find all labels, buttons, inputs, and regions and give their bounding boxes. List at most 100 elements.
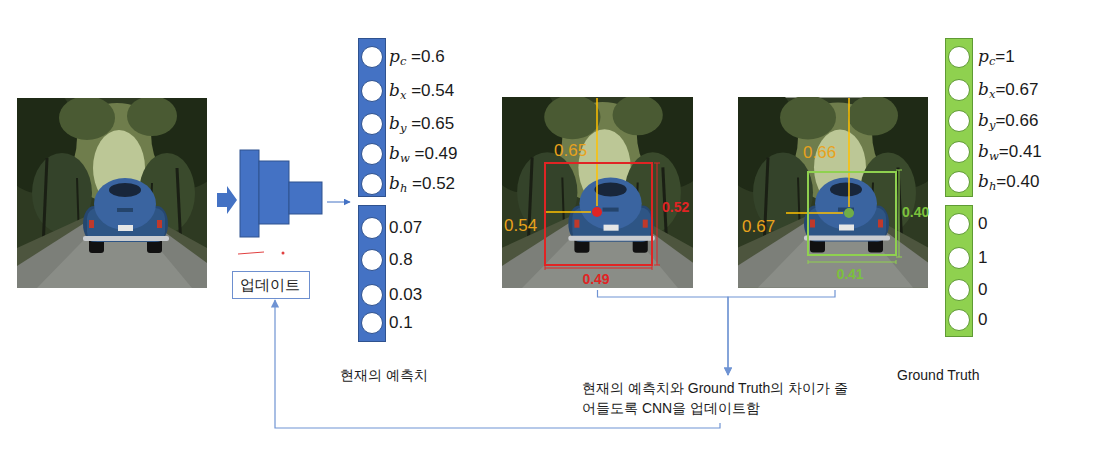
width-dimension xyxy=(808,262,896,263)
vector-cell xyxy=(948,279,970,301)
center-guide xyxy=(596,98,598,206)
vector-value: 0 xyxy=(978,310,987,330)
vector-value: 0 xyxy=(978,214,987,234)
math-value: =0.41 xyxy=(999,142,1042,161)
math-subscript: c xyxy=(989,55,995,69)
center-guide xyxy=(848,98,850,207)
vector-cell xyxy=(361,173,383,195)
vector-cell xyxy=(361,312,383,334)
center-guide xyxy=(544,211,591,213)
vector-value: bx =0.54 xyxy=(389,80,454,101)
vector-caption: 현재의 예측치 xyxy=(340,366,428,384)
math-variable: p xyxy=(389,46,400,66)
vector-cell xyxy=(361,113,383,135)
center-x-value: 0.54 xyxy=(504,216,537,236)
vector-value: pc=1 xyxy=(978,46,1015,67)
vector-cell xyxy=(948,213,970,235)
vector-value: 1 xyxy=(978,248,987,268)
predicted-box xyxy=(545,163,652,265)
width-value: 0.49 xyxy=(582,271,609,288)
vector-value: 0.8 xyxy=(389,250,413,270)
math-subscript: w xyxy=(989,150,999,164)
math-variable: b xyxy=(389,173,400,193)
math-value: =0.49 xyxy=(410,144,458,163)
dimension-tick xyxy=(652,266,653,270)
cnn-layer xyxy=(289,182,322,214)
vector-caption: Ground Truth xyxy=(897,366,980,384)
math-value: =0.65 xyxy=(406,114,454,133)
math-variable: b xyxy=(389,113,400,133)
vector-value: bx=0.67 xyxy=(978,79,1038,100)
math-subscript: h xyxy=(989,180,996,194)
math-subscript: c xyxy=(400,55,406,69)
prediction-photo-image xyxy=(482,77,713,288)
ground-truth-center xyxy=(844,208,854,218)
math-variable: b xyxy=(978,141,989,161)
vector-cell xyxy=(948,46,970,68)
ground-truth-photo-image xyxy=(718,78,948,288)
connector xyxy=(728,290,835,375)
math-variable: b xyxy=(389,80,400,100)
math-value: =0.40 xyxy=(996,172,1039,191)
vector-value: bw=0.41 xyxy=(978,141,1042,162)
math-variable: b xyxy=(389,143,400,163)
input-arrow xyxy=(217,186,237,214)
center-guide xyxy=(786,212,843,214)
vector-cell xyxy=(361,80,383,102)
math-variable: b xyxy=(978,110,989,130)
math-subscript: y xyxy=(989,119,996,133)
cnn-layer xyxy=(259,161,289,224)
dimension-tick xyxy=(896,260,897,264)
prediction-photo: 0.650.540.520.49 xyxy=(502,97,693,288)
prediction-vector: pc =0.6bx =0.54by =0.65bw =0.49bh =0.520… xyxy=(356,36,462,346)
ground-truth-box xyxy=(808,172,896,255)
box-label: 업데이트 xyxy=(240,275,302,295)
vector-cell xyxy=(361,143,383,165)
vector-cell xyxy=(948,110,970,132)
height-dimension xyxy=(899,170,900,257)
pen-mark xyxy=(282,252,285,255)
math-variable: p xyxy=(978,46,989,66)
vector-cell xyxy=(361,217,383,239)
predicted-center xyxy=(592,207,602,217)
vector-cell xyxy=(361,46,383,68)
math-value: =0.52 xyxy=(407,174,455,193)
math-subscript: h xyxy=(400,182,407,196)
vector-cell xyxy=(948,141,970,163)
math-value: =1 xyxy=(995,47,1014,66)
dimension-tick xyxy=(654,265,660,266)
height-value: 0.52 xyxy=(662,199,689,216)
height-value: 0.40 xyxy=(902,204,929,221)
note-text: 현재의 예측치와 Ground Truth의 차이가 줄어들도록 CNN을 업데… xyxy=(582,378,854,419)
dimension-tick xyxy=(545,266,546,270)
vector-value: bh=0.40 xyxy=(978,171,1039,192)
width-dimension xyxy=(545,268,652,269)
ground-truth-photo: 0.660.670.400.41 xyxy=(738,97,932,288)
vector-value: 0.07 xyxy=(389,218,422,238)
update-box: 업데이트 xyxy=(232,271,310,299)
vector-value: 0 xyxy=(978,280,987,300)
cnn-layer xyxy=(240,150,259,237)
vector-value: bh =0.52 xyxy=(389,173,455,194)
connector xyxy=(598,290,729,375)
math-value: =0.67 xyxy=(995,80,1038,99)
vector-value: by=0.66 xyxy=(978,110,1038,131)
math-value: =0.6 xyxy=(406,47,444,66)
math-variable: b xyxy=(978,171,989,191)
center-y-value: 0.66 xyxy=(803,143,836,163)
vector-cell xyxy=(948,79,970,101)
width-value: 0.41 xyxy=(836,266,863,283)
dimension-tick xyxy=(654,163,660,164)
vector-value: pc =0.6 xyxy=(389,46,445,67)
update-note: 현재의 예측치와 Ground Truth의 차이가 줄어들도록 CNN을 업데… xyxy=(582,378,854,420)
vector-cell xyxy=(361,249,383,271)
pen-mark xyxy=(238,252,264,254)
dimension-tick xyxy=(896,170,902,171)
vector-value: 0.03 xyxy=(389,285,422,305)
output-arrow xyxy=(327,202,350,203)
vector-value: 0.1 xyxy=(389,313,413,333)
math-subscript: x xyxy=(400,89,407,103)
vector-cell xyxy=(361,284,383,306)
vector-cell xyxy=(948,309,970,331)
